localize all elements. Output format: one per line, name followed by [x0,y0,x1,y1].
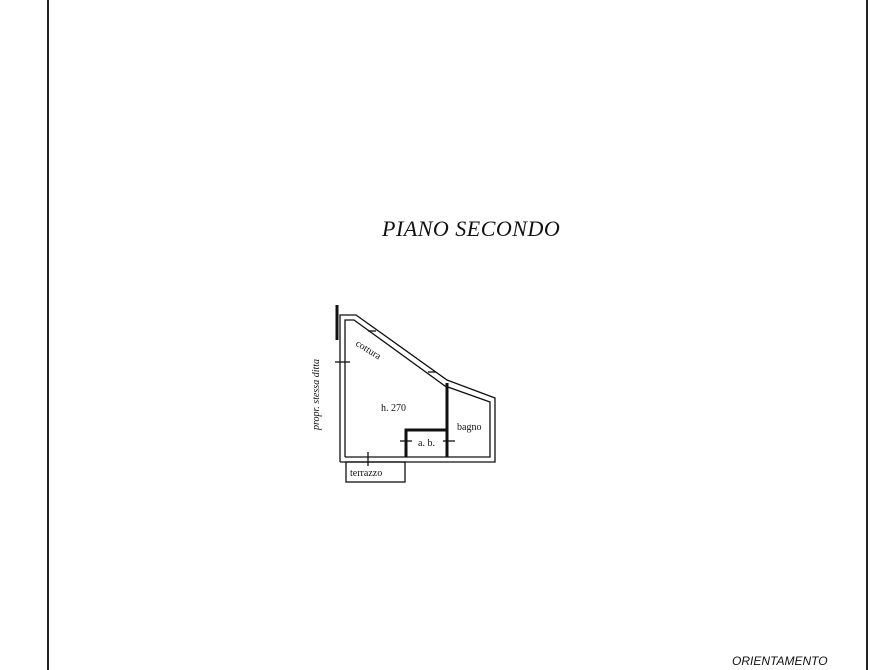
ab-partition [404,428,447,457]
floor-title: PIANO SECONDO [382,216,561,241]
room-height-label: h. 270 [381,403,406,414]
room-label-cottura: cottura [353,338,383,362]
room-label-terrazzo: terrazzo [350,468,382,479]
outer-wall-inner [344,319,491,458]
side-note: propr. stessa ditta [311,359,322,431]
room-label-bagno: bagno [457,422,481,433]
page-border-right [866,0,868,670]
orientation-label: ORIENTAMENTO [732,654,828,668]
terrazzo-outline [345,461,406,483]
page-border-left [47,0,49,670]
outer-wall-outer [339,314,496,463]
room-label-ab: a. b. [418,438,435,449]
